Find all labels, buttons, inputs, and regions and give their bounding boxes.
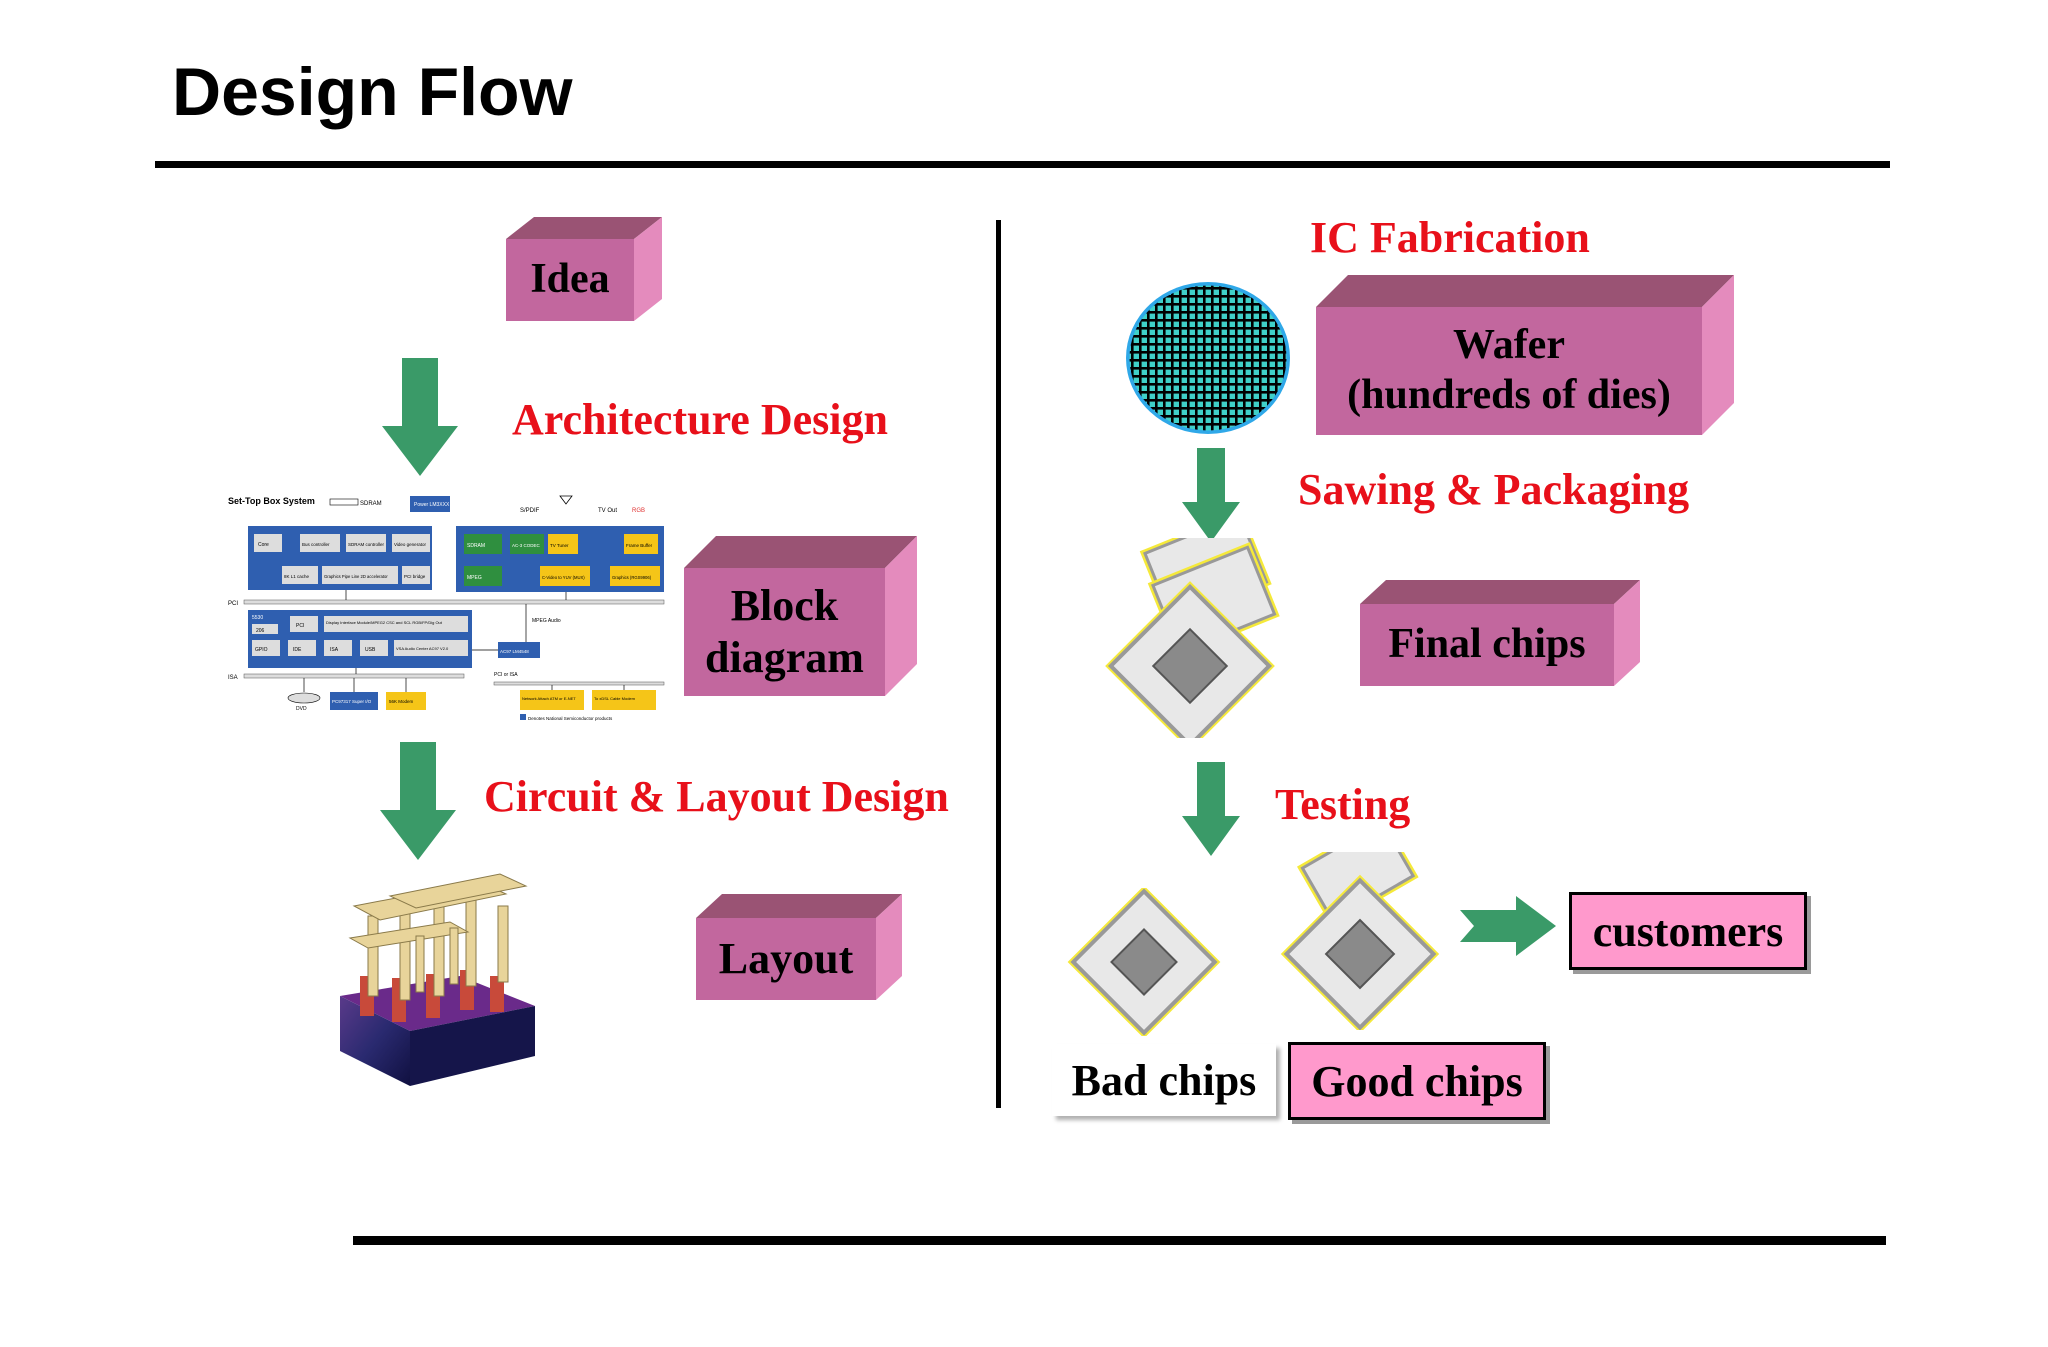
svg-text:56K Modem: 56K Modem xyxy=(389,699,414,704)
layout-box-front: Layout xyxy=(696,918,876,1000)
bad-chips-label: Bad chips xyxy=(1071,1055,1257,1105)
svg-text:Power LM3XXX: Power LM3XXX xyxy=(414,502,450,508)
arrow-down-circuit xyxy=(380,742,456,860)
idea-label: Idea xyxy=(530,256,610,303)
title-underline xyxy=(155,161,1890,168)
svg-text:MPEG: MPEG xyxy=(467,575,482,581)
idea-box-top xyxy=(506,217,662,239)
svg-text:PCI bridge: PCI bridge xyxy=(404,574,426,579)
svg-text:To xDSL Cable Modem: To xDSL Cable Modem xyxy=(594,696,636,701)
svg-text:Video generator: Video generator xyxy=(394,542,426,547)
block-diagram-label-line2: diagram xyxy=(705,633,864,682)
svg-text:C-Video to YUV (MUX): C-Video to YUV (MUX) xyxy=(542,575,585,580)
svg-text:ISA: ISA xyxy=(330,647,339,653)
sawing-packaging-label: Sawing & Packaging xyxy=(1298,465,1690,514)
svg-text:Core: Core xyxy=(258,542,269,548)
block-diagram-box-front: Block diagram xyxy=(684,568,885,696)
customers-label: customers xyxy=(1592,906,1784,956)
svg-text:Denotes National Semiconductor: Denotes National Semiconductor products xyxy=(528,716,613,721)
circuit-layout-design-label: Circuit & Layout Design xyxy=(484,772,949,821)
wafer-box-side xyxy=(1702,275,1734,435)
layout-box-top xyxy=(696,894,902,918)
footer-rule xyxy=(353,1236,1886,1245)
layout-label: Layout xyxy=(718,934,854,984)
svg-text:AC-3 CODEC: AC-3 CODEC xyxy=(512,543,541,548)
svg-text:Graphics (RGS9906): Graphics (RGS9906) xyxy=(612,575,652,580)
arrow-down-architecture xyxy=(382,358,458,476)
final-chips-label: Final chips xyxy=(1388,621,1586,668)
svg-text:TV Out: TV Out xyxy=(598,508,617,514)
svg-text:DVD: DVD xyxy=(296,706,307,712)
svg-text:PCI: PCI xyxy=(296,623,304,629)
svg-text:Bus controller: Bus controller xyxy=(302,542,330,547)
svg-text:8K L1 cache: 8K L1 cache xyxy=(284,574,310,579)
svg-text:Display Interface Module/MPEG2: Display Interface Module/MPEG2 CSC and S… xyxy=(326,620,443,625)
svg-text:AC97 LM4548: AC97 LM4548 xyxy=(500,649,529,654)
svg-text:PCI: PCI xyxy=(228,601,238,607)
svg-text:SDRAM controller: SDRAM controller xyxy=(348,542,385,547)
svg-text:PCI or ISA: PCI or ISA xyxy=(494,672,518,678)
svg-text:206: 206 xyxy=(256,628,265,634)
svg-text:ISA: ISA xyxy=(228,675,238,681)
arrow-right-customers xyxy=(1460,896,1556,956)
column-divider xyxy=(996,220,1001,1108)
block-diagram-box-top xyxy=(684,536,917,568)
final-chips-box-front: Final chips xyxy=(1360,604,1614,686)
wafer-label-line1: Wafer xyxy=(1453,322,1565,369)
svg-text:RGB: RGB xyxy=(632,508,645,514)
good-chips-label: Good chips xyxy=(1311,1056,1523,1106)
set-top-box-block-diagram: Set-Top Box System SDRAM Power LM3XXX S/… xyxy=(228,495,665,721)
layout-3d-image xyxy=(340,873,535,1086)
wafer-label-line2: (hundreds of dies) xyxy=(1347,372,1671,418)
good-chips-image xyxy=(1280,852,1440,1030)
svg-text:5530: 5530 xyxy=(252,615,263,621)
ic-fabrication-label: IC Fabrication xyxy=(1310,213,1590,262)
good-chips-box: Good chips xyxy=(1288,1042,1546,1120)
svg-text:VSA Audio Center AC97 V2.0: VSA Audio Center AC97 V2.0 xyxy=(396,646,449,651)
svg-text:MPEG Audio: MPEG Audio xyxy=(532,618,561,624)
wafer-box-front: Wafer (hundreds of dies) xyxy=(1316,307,1702,435)
block-diagram-box-side xyxy=(885,536,917,696)
final-chips-image xyxy=(1105,538,1280,738)
svg-text:TV Tuner: TV Tuner xyxy=(550,543,569,548)
svg-text:PC97317 Super I/O: PC97317 Super I/O xyxy=(332,699,372,704)
bad-chip-image xyxy=(1067,888,1221,1036)
svg-text:Frame Buffer: Frame Buffer xyxy=(626,543,653,548)
slide-title: Design Flow xyxy=(172,54,573,130)
idea-box-front: Idea xyxy=(506,239,634,321)
svg-text:Graphics Pipe Line 2D accelera: Graphics Pipe Line 2D accelerator xyxy=(324,574,388,579)
wafer-box-top xyxy=(1316,275,1734,307)
wafer-box: Wafer (hundreds of dies) xyxy=(1316,275,1734,435)
svg-text:GPIO: GPIO xyxy=(255,647,268,653)
bad-chips-box: Bad chips xyxy=(1052,1044,1276,1116)
idea-box: Idea xyxy=(506,217,662,321)
arrow-down-testing xyxy=(1182,762,1240,856)
svg-text:S/PDIF: S/PDIF xyxy=(520,508,540,514)
svg-text:SDRAM: SDRAM xyxy=(360,501,382,507)
arrow-down-sawing xyxy=(1182,448,1240,542)
customers-box: customers xyxy=(1569,892,1807,970)
final-chips-box-top xyxy=(1360,580,1640,604)
testing-label: Testing xyxy=(1275,780,1411,829)
final-chips-box: Final chips xyxy=(1360,580,1640,686)
block-diagram-label-line1: Block xyxy=(730,581,839,631)
diagram-title: Set-Top Box System xyxy=(228,496,315,506)
svg-text:USB: USB xyxy=(365,647,376,653)
wafer-image xyxy=(1126,282,1290,434)
svg-text:SDRAM: SDRAM xyxy=(467,543,485,549)
layout-box: Layout xyxy=(696,894,902,1000)
architecture-design-label: Architecture Design xyxy=(512,395,888,444)
svg-text:IDE: IDE xyxy=(293,647,302,653)
block-diagram-box: Block diagram xyxy=(684,536,917,696)
svg-text:Network Attach ATM or E-NET: Network Attach ATM or E-NET xyxy=(522,696,576,701)
